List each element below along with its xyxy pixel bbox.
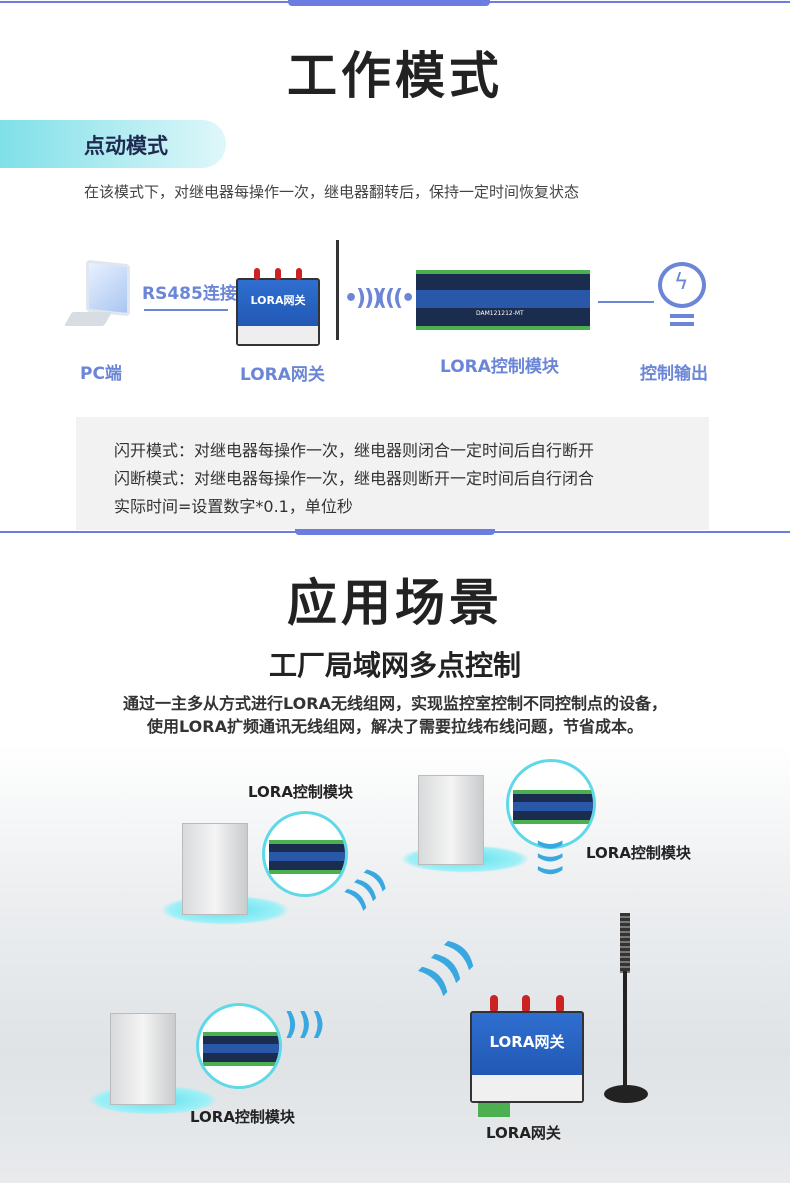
factory-scene: LORA控制模块 ))) LORA控制模块 ))) LORA控制模块 ))) )… [0,745,790,1183]
whip-antenna-icon [336,240,339,340]
top-divider-tab [288,0,490,6]
antenna-icon [275,268,281,280]
scene-module-label-3: LORA控制模块 [190,1108,295,1126]
rs485-label: RS485连接 [142,284,237,304]
signal-in-icon: (((• [377,286,415,311]
lightning-bulb-icon: ϟ [656,262,708,330]
lora-gateway-device: LORA网关 [236,278,320,346]
antenna-icon [556,995,564,1013]
scenario-subtitle: 工厂局域网多点控制 [268,649,521,682]
antenna-icon [296,268,302,280]
wifi-icon: ))) [284,1007,326,1042]
wifi-icon: ))) [411,930,484,1002]
antenna-rod [623,971,627,1091]
note-flash-off: 闪断模式：对继电器每操作一次，继电器则断开一定时间后自行闭合 [114,469,595,488]
signal-out-icon: •))) [344,286,382,311]
antenna-icon [254,268,260,280]
control-cabinet [418,775,484,865]
scene-gateway-device-text: LORA网关 [489,1033,565,1051]
antenna-icon [490,995,498,1013]
scenario-paragraph-2: 使用LORA扩频通讯无线组网，解决了需要拉线布线问题，节省成本。 [147,717,643,736]
control-cabinet [182,823,248,915]
note-flash-on: 闪开模式：对继电器每操作一次，继电器则闭合一定时间后自行断开 [114,441,595,460]
pc-icon [63,259,132,332]
wifi-icon: ))) [339,861,394,916]
section-title-application: 应用场景 [287,574,503,632]
module-label: LORA控制模块 [440,357,559,377]
gateway-device-text: LORA网关 [250,294,306,307]
antenna-base [604,1085,648,1103]
section-title-work-mode: 工作模式 [287,47,503,105]
pc-label: PC端 [80,364,122,384]
whip-antenna-icon [620,913,630,973]
scene-gateway-label: LORA网关 [486,1124,561,1142]
scenario-paragraph-1: 通过一主多从方式进行LORA无线组网，实现监控室控制不同控制点的设备， [123,694,667,713]
mode-notes-box: 闪开模式：对继电器每操作一次，继电器则闭合一定时间后自行断开 闪断模式：对继电器… [76,417,709,530]
scene-module-label-1: LORA控制模块 [248,783,353,801]
output-label: 控制输出 [640,364,708,384]
antenna-icon [522,995,530,1013]
mode-description: 在该模式下，对继电器每操作一次，继电器翻转后，保持一定时间恢复状态 [84,183,580,201]
mode-pill: 点动模式 [0,120,226,168]
wifi-icon: ))) [534,838,568,877]
note-time: 实际时间=设置数字*0.1，单位秒 [114,497,353,516]
section-divider-tab [295,529,495,535]
lora-control-module-device: DAM121212-MT [416,270,590,330]
scene-gateway-device: LORA网关 [470,1011,584,1103]
mode-pill-label: 点动模式 [84,134,168,158]
control-cabinet [110,1013,176,1105]
module-zoom-circle [196,1003,282,1089]
gateway-label: LORA网关 [240,365,325,385]
rs485-arrow-icon [144,309,228,311]
module-zoom-circle [262,811,348,897]
output-arrow-icon [598,301,654,303]
module-zoom-circle [506,759,596,849]
module-device-text: DAM121212-MT [476,310,524,317]
terminal-block [478,1103,510,1117]
scene-module-label-2: LORA控制模块 [586,844,691,862]
